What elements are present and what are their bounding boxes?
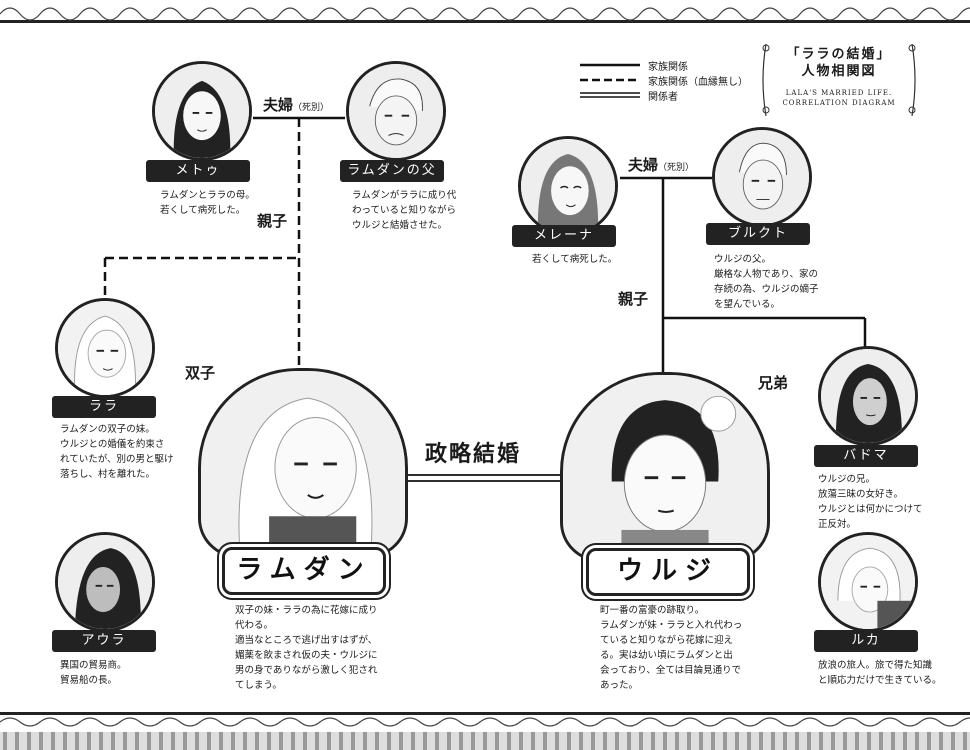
portrait-metou	[152, 61, 252, 161]
relation-parent-left: 親子	[257, 212, 288, 230]
desc-merena: 若くして病死した。	[532, 254, 618, 265]
name-plate-metou: メトゥ	[146, 160, 250, 182]
portrait-ruka	[818, 532, 918, 632]
floral-frame	[762, 43, 916, 117]
relation-couple-right: 夫婦（死別）	[628, 156, 695, 174]
diagram-title-box: 「ララの結婚」 人物相関図 LALA'S MARRIED LIFE. CORRE…	[760, 40, 918, 118]
legend-associate: 関係者	[648, 92, 678, 103]
desc-burukuto: ウルジの父。 厳格な人物であり、家の 存続の為、ウルジの嫡子 を望んでいる。	[714, 254, 819, 310]
bottom-ornament-border	[0, 712, 970, 750]
name-plate-burukuto: ブルクト	[706, 223, 810, 245]
legend-family: 家族関係	[648, 62, 688, 73]
title-line-2: 人物相関図	[801, 64, 877, 79]
desc-aura: 異国の貿易商。 貿易船の長。	[60, 660, 127, 686]
name-plate-badoma: バドマ	[814, 445, 918, 467]
portrait-ramudan-father	[346, 61, 446, 161]
legend-family-no-blood: 家族関係（血縁無し）	[648, 77, 748, 88]
relation-couple-left: 夫婦（死別）	[263, 96, 330, 114]
title-line-1: 「ララの結婚」	[786, 47, 892, 62]
subtitle-line-2: CORRELATION DIAGRAM	[782, 99, 896, 107]
portrait-lala	[55, 298, 155, 398]
name-plate-ruka: ルカ	[814, 630, 918, 652]
diagram-title: 「ララの結婚」 人物相関図	[760, 46, 918, 80]
top-ornament-border	[0, 7, 970, 23]
name-plate-aura: アウラ	[52, 630, 156, 652]
name-plate-ramudan: ラムダン	[222, 547, 386, 595]
portrait-burukuto	[712, 127, 812, 227]
name-plate-merena: メレーナ	[512, 225, 616, 247]
desc-ramudan-father: ラムダンがララに成り代 わっていると知りながら ウルジと結婚させた。	[352, 190, 457, 231]
desc-lala: ラムダンの双子の妹。 ウルジとの婚儀を約束さ れていたが、別の男と駆け 落ちし、…	[60, 424, 174, 480]
relation-brothers: 兄弟	[758, 374, 789, 392]
desc-badoma: ウルジの兄。 放蕩三昧の女好き。 ウルジとは何かにつけて 正反対。	[818, 474, 923, 530]
name-plate-ramudan-father: ラムダンの父	[340, 160, 444, 182]
portrait-badoma	[818, 346, 918, 446]
name-plate-lala: ララ	[52, 396, 156, 418]
name-plate-uruji: ウルジ	[586, 548, 750, 596]
portrait-aura	[55, 532, 155, 632]
desc-ruka: 放浪の旅人。旅で得た知識 と順応力だけで生きている。	[818, 660, 942, 686]
desc-ramudan: 双子の妹・ララの為に花嫁に成り 代わる。 適当なところで逃げ出すはずが、 媚薬を…	[235, 605, 378, 691]
subtitle-line-1: LALA'S MARRIED LIFE.	[785, 89, 893, 97]
relation-parent-right: 親子	[618, 290, 649, 308]
relation-twins: 双子	[185, 364, 216, 382]
desc-uruji: 町一番の富豪の跡取り。 ラムダンが妹・ララと入れ代わっ ていると知りながら花嫁に…	[600, 605, 743, 691]
portrait-ramudan	[198, 368, 408, 558]
portrait-uruji	[560, 372, 770, 562]
relation-marriage: 政略結婚	[425, 442, 522, 467]
desc-metou: ラムダンとララの母。 若くして病死した。	[160, 190, 255, 216]
portrait-merena	[518, 136, 618, 236]
diagram-subtitle: LALA'S MARRIED LIFE. CORRELATION DIAGRAM	[760, 88, 918, 108]
